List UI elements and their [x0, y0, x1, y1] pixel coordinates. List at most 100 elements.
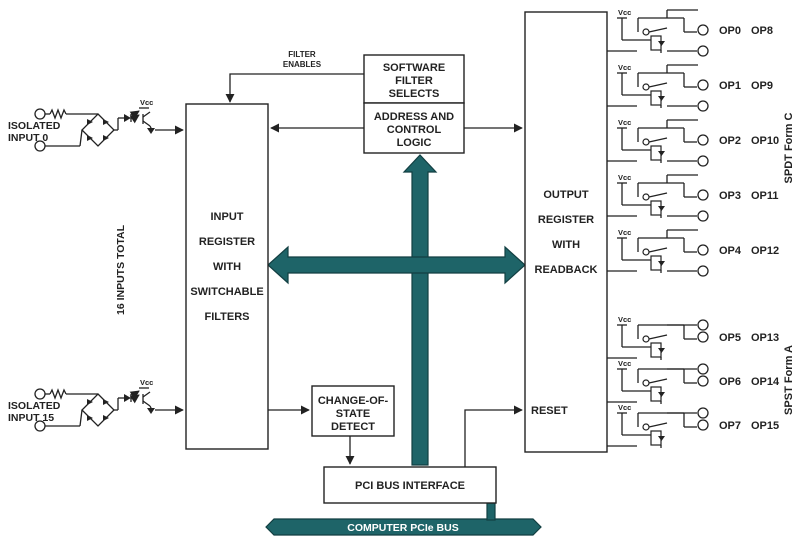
diode-icon: [103, 399, 109, 405]
diode-icon: [87, 415, 93, 421]
input-register-label: WITH: [213, 261, 241, 273]
flyback-diode-icon: [658, 96, 665, 101]
isolated-input-label: ISOLATED: [8, 400, 61, 412]
vcc-label: Vcc: [618, 173, 631, 182]
output-terminal: [697, 134, 709, 146]
computer-bus-label: COMPUTER PCIe BUS: [347, 522, 458, 534]
output-terminal: [697, 375, 709, 387]
output-label-op4: OP4: [719, 245, 742, 257]
output-register-label: WITH: [552, 239, 580, 251]
filter-enables-label: ENABLES: [283, 60, 322, 69]
contact-icon: [642, 193, 650, 201]
output-label-op11: OP11: [751, 190, 779, 202]
output-label-op1: OP1: [719, 80, 741, 92]
filter-enables-label: FILTER: [288, 50, 316, 59]
output-terminal: [697, 331, 709, 343]
resistor-icon: [49, 388, 67, 400]
output-terminal: [697, 407, 709, 419]
output-label-op6: OP6: [719, 376, 741, 388]
isolated-input-label: ISOLATED: [8, 120, 61, 132]
contact-icon: [642, 248, 650, 256]
bridge-rectifier-icon: [81, 393, 115, 427]
schmitt-buffer-icon: [147, 408, 155, 414]
diode-icon: [87, 119, 93, 125]
output-label-op12: OP12: [751, 245, 779, 257]
software-filter-label: SELECTS: [389, 88, 440, 100]
output-terminal: [697, 210, 709, 222]
isolated-input-label: INPUT 15: [8, 412, 54, 424]
input-register-label: FILTERS: [204, 311, 249, 323]
input-register-label: INPUT: [211, 211, 244, 223]
output-terminal: [697, 319, 709, 331]
diode-icon: [103, 415, 109, 421]
flyback-diode-icon: [658, 41, 665, 46]
output-label-op9: OP9: [751, 80, 773, 92]
contact-icon: [642, 83, 650, 91]
output-label-op13: OP13: [751, 332, 779, 344]
schmitt-buffer-icon: [147, 128, 155, 134]
address-control-label: CONTROL: [387, 124, 442, 136]
pci-bus-connector: [486, 502, 496, 521]
address-control-label: LOGIC: [397, 137, 432, 149]
output-terminal: [697, 244, 709, 256]
vcc-label: Vcc: [618, 403, 631, 412]
vcc-label: Vcc: [618, 315, 631, 324]
output-label-op14: OP14: [751, 376, 780, 388]
vcc-label: Vcc: [618, 228, 631, 237]
diode-icon: [103, 135, 109, 141]
contact-icon: [642, 423, 650, 431]
output-label-op3: OP3: [719, 190, 741, 202]
output-register-block: [524, 11, 608, 453]
software-filter-label: SOFTWARE: [383, 62, 445, 74]
software-filter-block: [363, 54, 465, 104]
input-terminal: [34, 108, 46, 120]
change-of-state-label: DETECT: [331, 421, 375, 433]
output-terminal: [697, 189, 709, 201]
output-terminal: [697, 100, 709, 112]
flyback-diode-icon: [658, 151, 665, 156]
isolated-input-label: INPUT 0: [8, 132, 48, 144]
output-label-op7: OP7: [719, 420, 741, 432]
address-control-label: ADDRESS AND: [374, 111, 454, 123]
flyback-diode-icon: [658, 392, 665, 397]
internal-data-bus: [267, 154, 526, 466]
flyback-diode-icon: [658, 261, 665, 266]
flyback-diode-icon: [658, 348, 665, 353]
spst-form-a-label: SPST Form A: [783, 345, 795, 415]
reset-label: RESET: [531, 405, 568, 417]
inputs-total-label: 16 INPUTS TOTAL: [115, 224, 127, 315]
input-terminal: [34, 388, 46, 400]
diode-icon: [87, 135, 93, 141]
computer-pcie-bus: COMPUTER PCIe BUS: [265, 518, 542, 536]
pci-interface-label: PCI BUS INTERFACE: [355, 480, 465, 492]
vcc-label: Vcc: [618, 118, 631, 127]
output-label-op0: OP0: [719, 25, 741, 37]
vcc-label: Vcc: [618, 63, 631, 72]
contact-icon: [642, 335, 650, 343]
vcc-label: Vcc: [140, 378, 153, 387]
bridge-rectifier-icon: [81, 113, 115, 147]
vcc-label: Vcc: [140, 98, 153, 107]
output-register-label: OUTPUT: [543, 189, 589, 201]
output-label-op10: OP10: [751, 135, 779, 147]
flyback-diode-icon: [658, 206, 665, 211]
change-of-state-label: CHANGE-OF-: [318, 395, 389, 407]
spdt-form-c-label: SPDT Form C: [783, 113, 795, 184]
software-filter-label: FILTER: [395, 75, 433, 87]
output-label-op8: OP8: [751, 25, 773, 37]
flyback-diode-icon: [658, 436, 665, 441]
input-register-block: [185, 103, 269, 450]
contact-icon: [642, 379, 650, 387]
output-register-label: READBACK: [535, 264, 598, 276]
diode-icon: [87, 399, 93, 405]
output-label-op2: OP2: [719, 135, 741, 147]
output-terminal: [697, 24, 709, 36]
